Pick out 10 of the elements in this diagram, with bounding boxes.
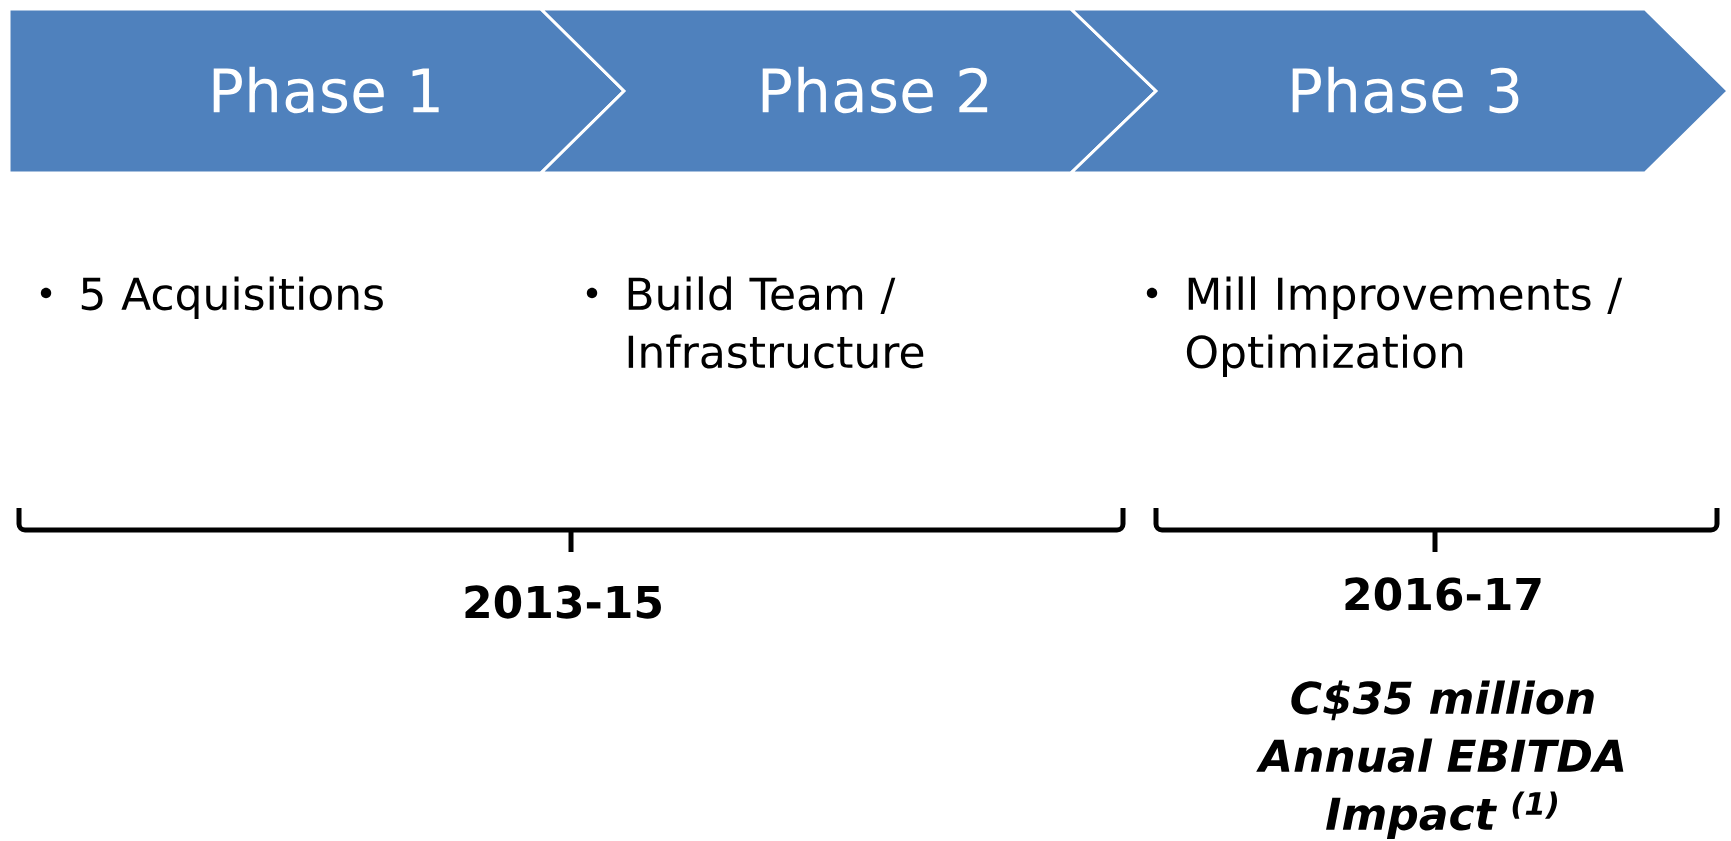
year-range: 2016-17 (1345, 577, 1541, 611)
bullet-text: 5 Acquisitions (81, 276, 383, 319)
phase-step: Phase 1 (7, 7, 627, 175)
phase-step: Phase 3 (1067, 7, 1731, 175)
node-label: Phase 3 (1292, 66, 1519, 114)
phase-step: Phase 2 (537, 7, 1159, 175)
bullet-text: Mill Improvements / Optimization (1186, 276, 1623, 377)
bullet-text: Build Team / Infrastructure (628, 276, 924, 369)
year-range: 2013-15 (465, 585, 661, 619)
impact-note: C$35 million Annual EBITDA Impact $^{(1)}$ (1256, 680, 1624, 839)
